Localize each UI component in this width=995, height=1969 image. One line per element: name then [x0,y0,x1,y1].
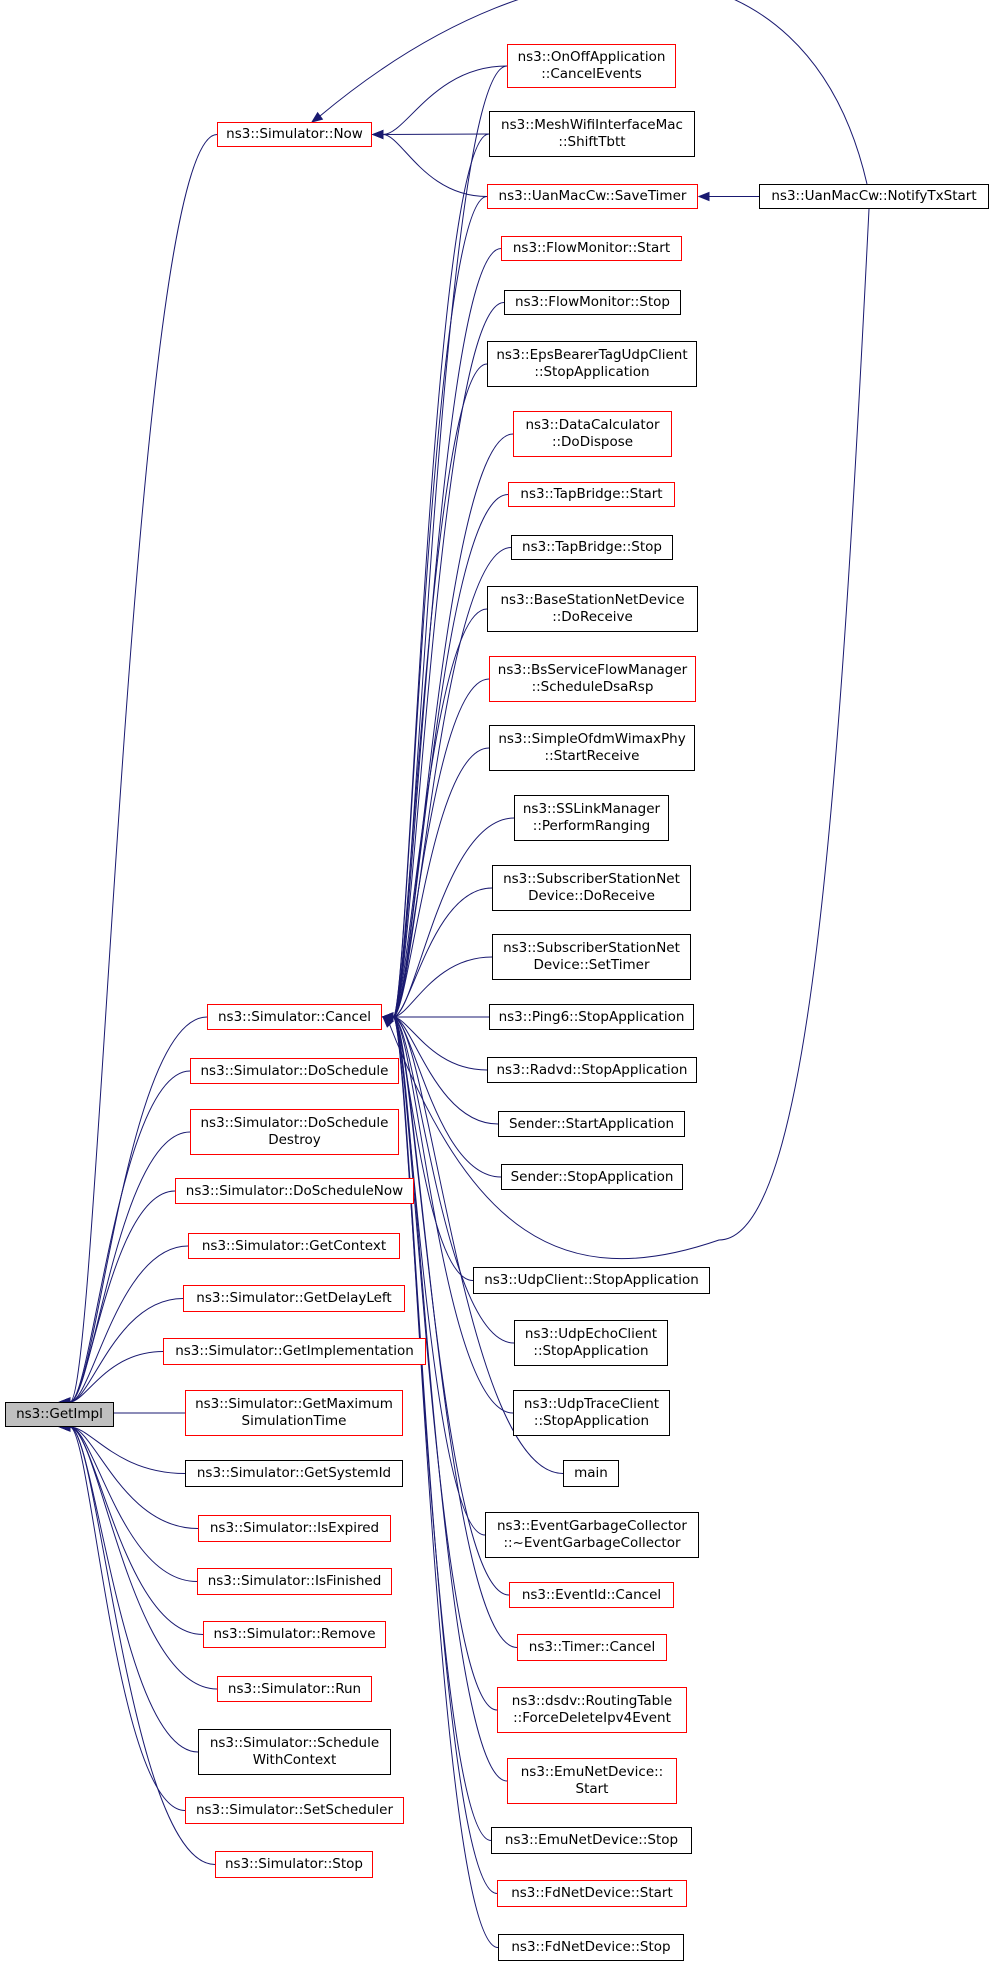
edge-bs_sfm-to-sim_cancel [392,678,490,1018]
node-onoff-cancelevents[interactable]: ns3::OnOffApplication::CancelEvents [507,44,676,88]
node-simulator-getdelayleft[interactable]: ns3::Simulator::GetDelayLeft [183,1285,405,1312]
node-simulator-run[interactable]: ns3::Simulator::Run [217,1676,372,1702]
edge-sim_impl-to-getimpl [69,1351,164,1403]
edge-emu_start-to-sim_cancel [392,1016,508,1782]
edge-eps_stop-to-sim_cancel [392,363,488,1018]
edge-mesh_shift-to-sim_now [382,133,490,135]
node-udpechoclient-stopapplication[interactable]: ns3::UdpEchoClient::StopApplication [514,1320,668,1366]
node-dsdv-forcedeleteipv4event[interactable]: ns3::dsdv::RoutingTable::ForceDeleteIpv4… [497,1687,687,1733]
node-timer-cancel[interactable]: ns3::Timer::Cancel [517,1634,667,1661]
edge-sender_start-to-sim_cancel [392,1016,499,1125]
node-simulator-getsystemid[interactable]: ns3::Simulator::GetSystemId [185,1460,403,1487]
node-udpclient-stopapplication[interactable]: ns3::UdpClient::StopApplication [473,1267,710,1294]
edge-fd_stop-to-sim_cancel [392,1016,499,1948]
edge-udpecho-to-sim_cancel [392,1016,515,1344]
edge-ss_timer-to-sim_cancel [392,956,493,1018]
node-simulator-setscheduler[interactable]: ns3::Simulator::SetScheduler [185,1797,404,1824]
node-sender-stopapplication[interactable]: Sender::StopApplication [501,1164,683,1190]
node-simulator-stop[interactable]: ns3::Simulator::Stop [215,1851,373,1878]
node-emunetdevice-stop[interactable]: ns3::EmuNetDevice::Stop [491,1827,692,1854]
edge-udpclient-to-sim_cancel [392,1016,474,1281]
arrowhead-uan_notify-to-sim_now [310,111,324,123]
node-sslinkmanager-performranging[interactable]: ns3::SSLinkManager::PerformRanging [514,795,669,841]
node-simulator-getcontext[interactable]: ns3::Simulator::GetContext [188,1233,400,1259]
node-bsserviceflowmanager-scheduledsarsp[interactable]: ns3::BsServiceFlowManager::ScheduleDsaRs… [489,656,696,702]
node-simulator-isexpired[interactable]: ns3::Simulator::IsExpired [198,1515,391,1542]
edge-ss_receive-to-sim_cancel [392,887,493,1018]
edge-sim_doschednow-to-getimpl [69,1190,176,1403]
edge-uan_savetimer-to-sim_cancel [392,196,488,1018]
edge-sim_dosched-to-getimpl [69,1070,191,1403]
node-uanmaccw-savetimer[interactable]: ns3::UanMacCw::SaveTimer [487,184,698,209]
node-fdnetdevice-start[interactable]: ns3::FdNetDevice::Start [497,1880,687,1907]
node-eventid-cancel[interactable]: ns3::EventId::Cancel [509,1582,674,1608]
node-simulator-doschedulenow[interactable]: ns3::Simulator::DoScheduleNow [175,1178,414,1204]
node-getimpl: ns3::GetImpl [5,1402,114,1427]
edge-radvd-to-sim_cancel [392,1016,488,1071]
arrowhead-uan_notify-to-uan_savetimer [697,191,710,202]
node-tapbridge-stop[interactable]: ns3::TapBridge::Stop [511,535,673,560]
edge-dsdv-to-sim_cancel [392,1016,498,1711]
arrowhead-fd_stop-to-sim_cancel [381,1012,394,1022]
node-sender-startapplication[interactable]: Sender::StartApplication [498,1111,685,1137]
edge-uan_savetimer-to-sim_now [382,134,488,197]
edge-sim_now-to-getimpl [69,134,218,1403]
edge-main-to-sim_cancel [392,1016,564,1474]
node-udptraceclient-stopapplication[interactable]: ns3::UdpTraceClient::StopApplication [513,1390,670,1436]
node-simulator-now[interactable]: ns3::Simulator::Now [217,122,372,147]
edge-sim_getctx-to-getimpl [69,1245,189,1403]
node-simulator-remove[interactable]: ns3::Simulator::Remove [203,1621,386,1648]
edge-ofdm-to-sim_cancel [392,747,490,1018]
edge-onoff_cancel-to-sim_now [382,65,508,135]
node-flowmonitor-start[interactable]: ns3::FlowMonitor::Start [501,236,682,261]
edge-tap_stop-to-sim_cancel [392,547,512,1018]
node-simulator-getimplementation[interactable]: ns3::Simulator::GetImplementation [163,1338,426,1365]
arrowhead-uan_savetimer-to-sim_now [371,129,384,140]
edge-sim_stop-to-getimpl [69,1426,216,1865]
edge-sim_setsched-to-getimpl [69,1426,186,1811]
node-basestation-doreceive[interactable]: ns3::BaseStationNetDevice::DoReceive [487,586,698,632]
edge-uan_notify-to-sim_cancel [388,208,870,1260]
edge-udptrace-to-sim_cancel [392,1016,514,1414]
edge-flow_stop-to-sim_cancel [392,302,505,1018]
edge-sim_finished-to-getimpl [69,1426,198,1582]
node-uanmaccw-notifytxstart[interactable]: ns3::UanMacCw::NotifyTxStart [759,184,989,209]
node-epsbearertag-stopapplication[interactable]: ns3::EpsBearerTagUdpClient::StopApplicat… [487,341,697,387]
edge-timer_cancel-to-sim_cancel [392,1016,518,1648]
edge-uan_notify-to-sim_now [319,0,868,185]
node-main[interactable]: main [563,1460,619,1487]
node-meshwifi-shifttbtt[interactable]: ns3::MeshWifiInterfaceMac::ShiftTbtt [489,111,695,157]
edge-sim_delay-to-getimpl [69,1298,184,1403]
node-ping6-stopapplication[interactable]: ns3::Ping6::StopApplication [489,1004,694,1030]
node-fdnetdevice-stop[interactable]: ns3::FdNetDevice::Stop [498,1934,684,1961]
node-simulator-doschedule[interactable]: ns3::Simulator::DoSchedule [190,1058,399,1084]
node-radvd-stopapplication[interactable]: ns3::Radvd::StopApplication [487,1057,697,1083]
node-emunetdevice-start[interactable]: ns3::EmuNetDevice::Start [507,1758,677,1804]
edge-sim_sysid-to-getimpl [69,1426,186,1474]
edge-bs_receive-to-sim_cancel [392,608,488,1018]
node-eventgarbagecollector-destructor[interactable]: ns3::EventGarbageCollector::~EventGarbag… [485,1512,699,1558]
node-tapbridge-start[interactable]: ns3::TapBridge::Start [508,482,675,507]
node-simulator-cancel[interactable]: ns3::Simulator::Cancel [207,1004,382,1030]
edge-sim_expired-to-getimpl [69,1426,199,1529]
node-datacalculator-dodispose[interactable]: ns3::DataCalculator::DoDispose [513,411,672,457]
edge-sim_run-to-getimpl [69,1426,218,1690]
node-flowmonitor-stop[interactable]: ns3::FlowMonitor::Stop [504,290,681,315]
node-simulator-isfinished[interactable]: ns3::Simulator::IsFinished [197,1568,392,1595]
node-simpleofdm-startreceive[interactable]: ns3::SimpleOfdmWimaxPhy::StartReceive [489,725,695,771]
